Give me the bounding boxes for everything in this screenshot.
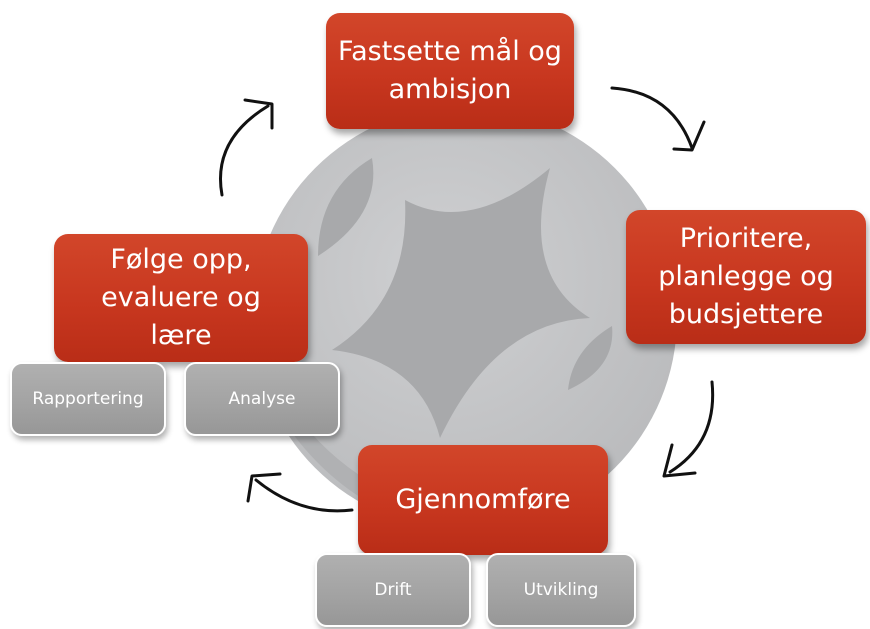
sub-label-analyse: Analyse: [228, 389, 296, 409]
sub-box-utvikling: Utvikling: [486, 553, 636, 627]
step-box-follow-up: Følge opp, evaluere og lære: [54, 234, 308, 362]
sub-label-rapportering: Rapportering: [32, 389, 144, 409]
star-shape: [332, 168, 590, 438]
sub-box-analyse: Analyse: [184, 362, 340, 436]
sub-label-drift: Drift: [374, 580, 412, 600]
step-box-set-goals: Fastsette mål og ambisjon: [326, 13, 574, 129]
step-box-execute: Gjennomføre: [358, 445, 608, 555]
step-label-follow-up: Følge opp, evaluere og lære: [101, 244, 261, 351]
left-leaf-shape: [318, 158, 374, 256]
step-label-execute: Gjennomføre: [395, 484, 571, 515]
sub-box-rapportering: Rapportering: [10, 362, 166, 436]
arrow-bottom-left: [246, 472, 354, 513]
sub-label-utvikling: Utvikling: [523, 580, 599, 600]
arrow-right-bottom: [662, 380, 715, 478]
step-label-set-goals: Fastsette mål og ambisjon: [338, 36, 562, 105]
sub-box-drift: Drift: [315, 553, 471, 627]
right-leaf-shape: [568, 326, 613, 390]
step-box-prioritize: Prioritere, planlegge og budsjettere: [626, 210, 866, 344]
arrow-top-right: [610, 86, 706, 152]
arrow-left-top: [219, 98, 274, 197]
step-label-prioritize: Prioritere, planlegge og budsjettere: [658, 223, 834, 330]
